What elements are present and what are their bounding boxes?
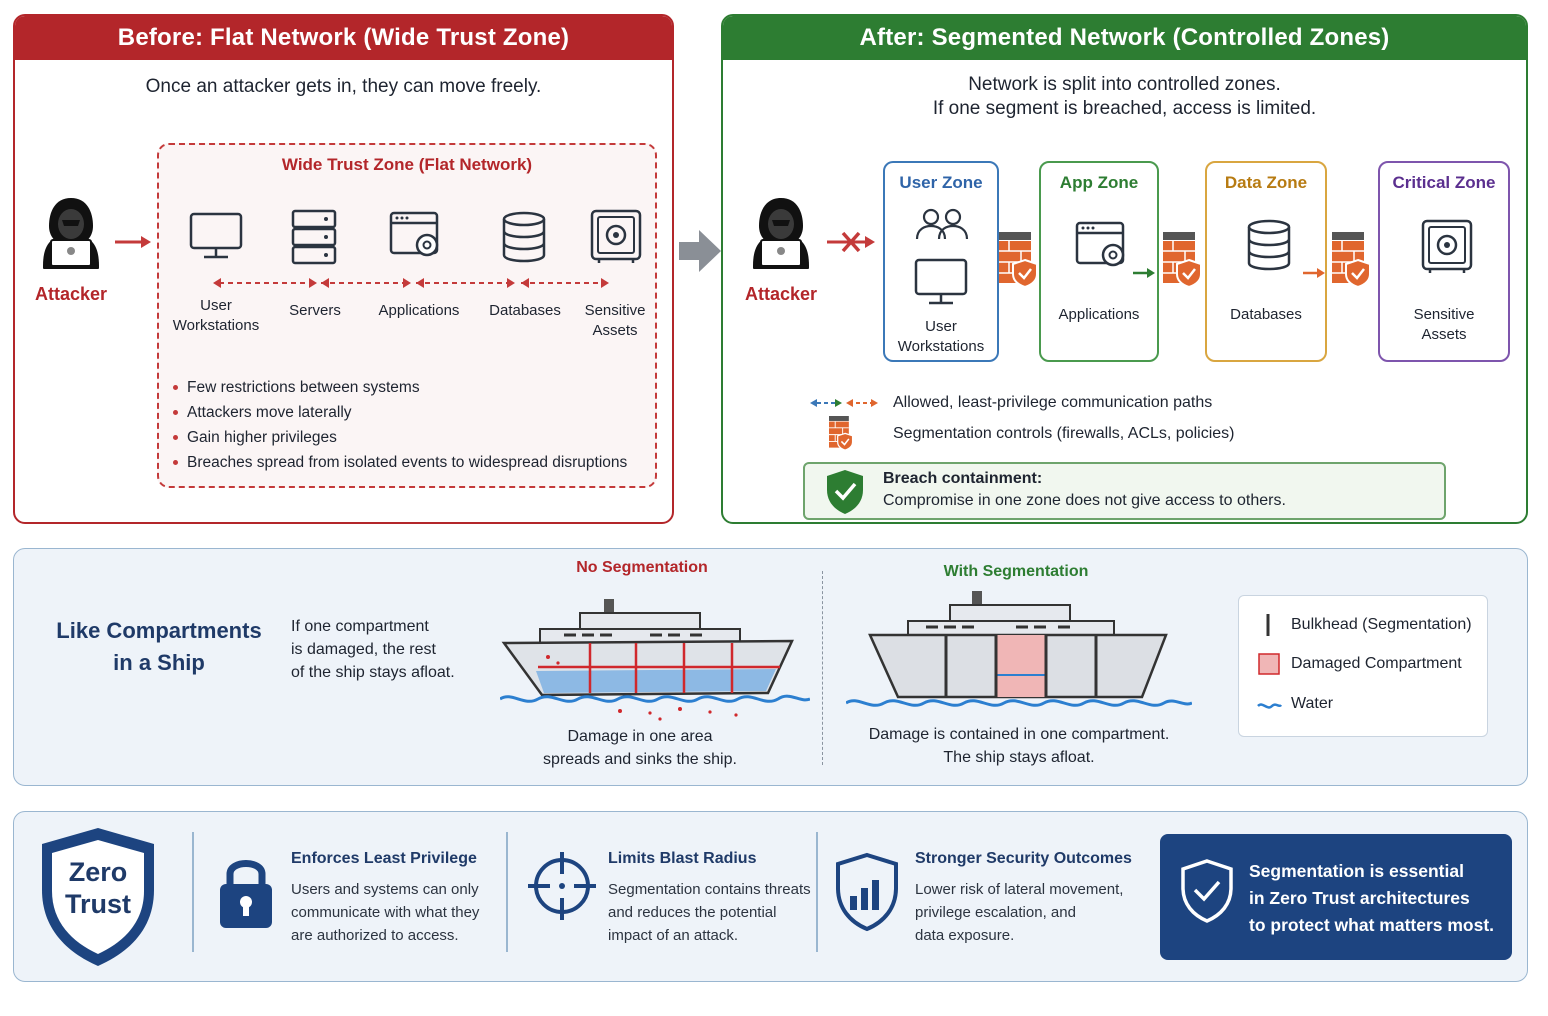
firewall-icon	[1163, 232, 1203, 289]
trust-zone-title: Wide Trust Zone (Flat Network)	[281, 155, 533, 174]
firewall-icon	[999, 232, 1039, 289]
ship-heading: Like Compartments in a Ship	[56, 618, 262, 675]
divider	[816, 832, 818, 952]
asset-servers	[279, 209, 349, 265]
with-seg-title: With Segmentation	[943, 563, 1089, 580]
zone-user: User Zone User Workstations	[883, 161, 999, 362]
zt-item-security-outcomes: Stronger Security Outcomes Lower risk of…	[915, 850, 1132, 944]
vault-icon	[590, 209, 642, 263]
asset-applications	[381, 211, 451, 261]
risk-list: Few restrictions between systems Attacke…	[171, 375, 627, 475]
asset-user-workstations	[171, 211, 261, 261]
zone-app: App Zone Applications	[1039, 161, 1159, 362]
users-icon	[915, 208, 969, 240]
ship-analogy-panel: Like Compartments in a Ship If one compa…	[13, 548, 1528, 786]
database-icon	[502, 211, 546, 263]
containment-title: Breach containment:	[883, 470, 1043, 487]
zone-title: Critical Zone	[1392, 173, 1496, 192]
wide-trust-zone: Wide Trust Zone (Flat Network)	[157, 143, 657, 488]
legend-damaged: Damaged Compartment	[1291, 655, 1462, 672]
crosshair-icon	[528, 852, 596, 920]
list-item: Breaches spread from isolated events to …	[171, 450, 627, 475]
sinking-ship-icon	[500, 599, 810, 721]
zone-label: Databases	[1230, 306, 1302, 323]
shield-chart-icon	[836, 852, 898, 932]
zone-data: Data Zone Databases	[1205, 161, 1327, 362]
asset-label-sensitive: Sensitive Assets	[584, 302, 646, 339]
asset-label-servers: Servers	[289, 302, 341, 319]
bulkhead-icon	[1266, 614, 1270, 636]
legend-paths: Allowed, least-privilege communication p…	[893, 394, 1213, 411]
zero-trust-callout: Segmentation is essential in Zero Trust …	[1160, 834, 1512, 960]
shield-check-icon	[827, 470, 863, 514]
before-subtitle: Once an attacker gets in, they can move …	[145, 76, 542, 97]
zone-label: User Workstations	[897, 318, 985, 355]
damaged-compartment-icon	[1258, 653, 1280, 675]
zone-label: Sensitive Assets	[1413, 306, 1475, 343]
firewall-icon	[1332, 232, 1372, 289]
after-subtitle-1: Network is split into controlled zones.	[968, 74, 1281, 95]
no-seg-caption: Damage in one area spreads and sinks the…	[543, 728, 737, 768]
zt-item-blast-radius: Limits Blast Radius Segmentation contain…	[608, 850, 811, 944]
zero-trust-shield-icon	[42, 828, 154, 966]
vault-icon	[1421, 219, 1473, 273]
zone-title: User Zone	[899, 173, 983, 192]
asset-label-databases: Databases	[489, 302, 561, 319]
divider	[506, 832, 508, 952]
zt-item-least-privilege: Enforces Least Privilege Users and syste…	[291, 850, 480, 944]
lock-icon	[220, 860, 272, 928]
list-item: Attackers move laterally	[171, 400, 627, 425]
with-seg-caption: Damage is contained in one compartment. …	[868, 726, 1170, 766]
allowed-arrow-icon	[1303, 268, 1325, 278]
paths-legend-icon	[810, 399, 878, 407]
legend-controls: Segmentation controls (firewalls, ACLs, …	[893, 425, 1235, 442]
zero-trust-badge-text: Zero Trust	[64, 857, 131, 919]
transition-arrow-icon	[679, 230, 721, 272]
lateral-movement-arrows	[213, 278, 609, 288]
legend-bulkhead: Bulkhead (Segmentation)	[1291, 616, 1472, 633]
server-icon	[291, 209, 337, 265]
attacker-label: Attacker	[744, 284, 818, 304]
zone-label: Applications	[1058, 306, 1140, 323]
ship-divider	[822, 571, 823, 765]
allowed-arrow-icon	[1133, 268, 1155, 278]
monitor-icon	[189, 212, 243, 259]
containment-body: Compromise in one zone does not give acc…	[883, 492, 1286, 509]
app-window-icon	[389, 211, 439, 257]
afloat-ship-icon	[846, 591, 1192, 707]
asset-label-workstations: User Workstations	[172, 297, 260, 334]
blocked-arrow-icon	[827, 231, 875, 253]
monitor-icon	[914, 258, 968, 305]
list-item: Gain higher privileges	[171, 425, 627, 450]
asset-databases	[489, 211, 559, 263]
legend-water: Water	[1291, 695, 1334, 712]
attacker-icon	[42, 197, 100, 270]
water-icon	[1257, 703, 1282, 709]
ship-legend: Bulkhead (Segmentation) Damaged Compartm…	[1238, 595, 1488, 737]
after-title: After: Segmented Network (Controlled Zon…	[723, 16, 1526, 60]
before-panel: Before: Flat Network (Wide Trust Zone) O…	[13, 14, 674, 524]
database-icon	[1247, 219, 1291, 271]
list-item: Few restrictions between systems	[171, 375, 627, 400]
before-title: Before: Flat Network (Wide Trust Zone)	[15, 16, 672, 60]
after-panel: After: Segmented Network (Controlled Zon…	[721, 14, 1528, 524]
asset-sensitive	[581, 209, 651, 265]
app-window-icon	[1075, 221, 1125, 267]
no-seg-title: No Segmentation	[576, 559, 708, 576]
zone-title: Data Zone	[1224, 173, 1308, 192]
divider	[192, 832, 194, 952]
zone-title: App Zone	[1059, 173, 1139, 192]
ship-description: If one compartment is damaged, the rest …	[291, 618, 455, 681]
shield-check-icon	[1181, 859, 1233, 923]
asset-label-applications: Applications	[378, 302, 460, 319]
zero-trust-panel: Zero Trust Enforces Least Privilege User…	[13, 811, 1528, 982]
attacker-label: Attacker	[34, 284, 108, 304]
breach-containment-box: Breach containment: Compromise in one zo…	[803, 462, 1446, 520]
zone-critical: Critical Zone Sensitive Assets	[1378, 161, 1510, 362]
attacker-icon	[752, 197, 810, 270]
firewall-legend-icon	[829, 416, 854, 451]
after-subtitle-2: If one segment is breached, access is li…	[932, 98, 1317, 119]
attack-arrow-icon	[115, 236, 151, 248]
